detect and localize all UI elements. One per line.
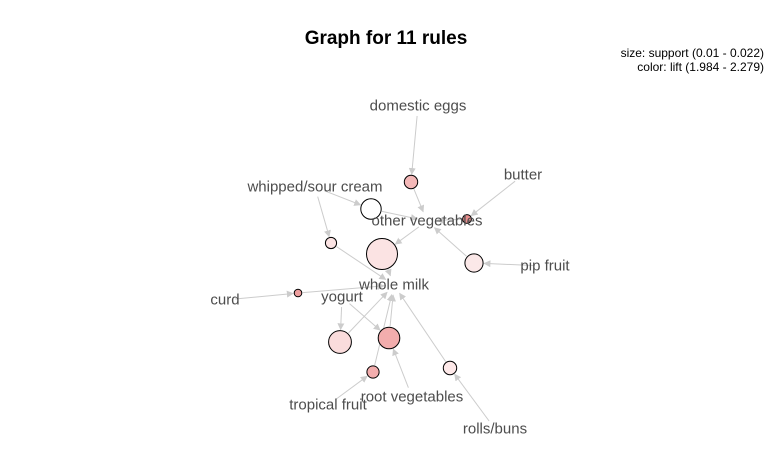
edge-r11-to-whole_milk xyxy=(399,292,447,362)
item-label-root_vegetables: root vegetables xyxy=(361,389,464,406)
nodes-layer xyxy=(293,174,484,379)
rule-node-r1[interactable] xyxy=(403,174,419,190)
edge-domestic_eggs-to-r1 xyxy=(408,115,418,175)
rule-node-r4[interactable] xyxy=(324,236,338,250)
rule-node-r9[interactable] xyxy=(377,326,401,350)
labels-layer: domestic eggs butter whipped/sour cream oth… xyxy=(210,98,570,438)
item-label-rolls_buns: rolls/buns xyxy=(463,421,527,438)
edge-root_vegetables-to-r9 xyxy=(392,348,409,388)
legend: size: support (0.01 - 0.022) color: lift… xyxy=(621,46,764,74)
edge-whipped_sour_cream-to-r3 xyxy=(324,190,362,206)
item-label-domestic_eggs: domestic eggs xyxy=(370,98,467,115)
legend-size: size: support (0.01 - 0.022) xyxy=(620,46,764,60)
edge-r4-to-whole_milk xyxy=(336,246,387,280)
rule-node-r8[interactable] xyxy=(328,330,352,354)
edge-r7-to-whole_milk xyxy=(302,282,385,294)
item-label-other_vegetables: other vegetables xyxy=(372,213,483,230)
edge-butter-to-r2 xyxy=(470,180,516,217)
rule-node-r3[interactable] xyxy=(360,198,382,220)
edge-r1-to-other_vegetables xyxy=(413,188,425,213)
edge-r5-to-whole_milk xyxy=(384,268,392,277)
rule-node-r7[interactable] xyxy=(293,288,303,298)
rule-node-r10[interactable] xyxy=(366,365,380,379)
edge-r2-to-other_vegetables xyxy=(436,216,462,224)
item-label-butter: butter xyxy=(504,167,542,184)
edge-other_vegetables-to-r5 xyxy=(394,226,420,245)
edge-curd-to-r7 xyxy=(234,290,294,300)
edge-pip_fruit-to-r6 xyxy=(483,260,536,268)
edge-whipped_sour_cream-to-r4 xyxy=(317,196,331,238)
item-label-whipped_sour_cream: whipped/sour cream xyxy=(246,179,382,196)
edge-r6-to-other_vegetables xyxy=(433,227,467,257)
edge-yogurt-to-r9 xyxy=(349,303,381,331)
graph-title: Graph for 11 rules xyxy=(304,28,468,49)
rule-node-r11[interactable] xyxy=(442,360,458,376)
item-label-yogurt: yogurt xyxy=(321,289,364,306)
rule-node-r5[interactable] xyxy=(366,238,398,270)
item-label-whole_milk: whole milk xyxy=(358,277,430,294)
edge-tropical_fruit-to-r10 xyxy=(335,375,368,400)
item-label-pip_fruit: pip fruit xyxy=(520,258,570,275)
legend-color: color: lift (1.984 - 2.279) xyxy=(637,60,764,74)
rule-node-r2[interactable] xyxy=(462,214,472,224)
edge-r3-to-other_vegetables xyxy=(381,210,418,222)
item-label-curd: curd xyxy=(210,292,239,309)
edge-r8-to-whole_milk xyxy=(348,291,388,334)
item-label-tropical_fruit: tropical fruit xyxy=(289,397,367,414)
edge-yogurt-to-r8 xyxy=(337,306,345,331)
rule-node-r6[interactable] xyxy=(464,253,484,273)
edge-rolls_buns-to-r11 xyxy=(454,373,490,422)
